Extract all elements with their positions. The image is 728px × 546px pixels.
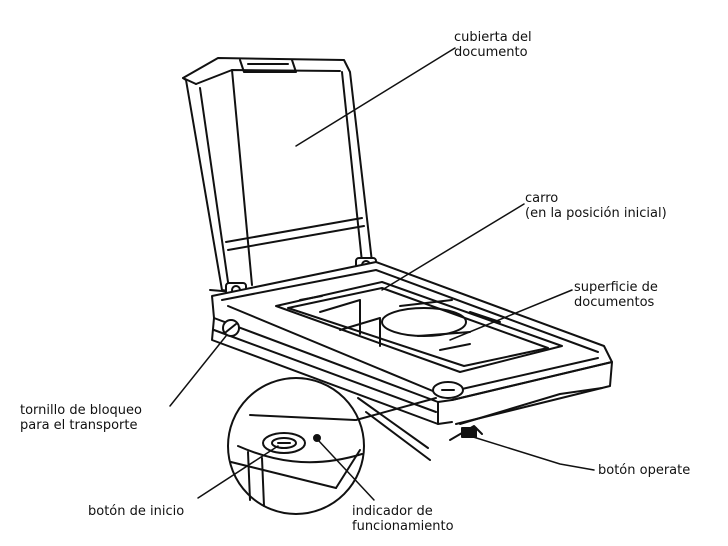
label-document-cover: cubierta del documento <box>454 30 532 60</box>
label-document-surface-line1: superficie de <box>574 280 658 295</box>
document-cover-drawing <box>183 58 372 292</box>
label-carriage: carro (en la posición inicial) <box>525 191 667 221</box>
label-document-surface: superficie de documentos <box>574 280 658 310</box>
label-transport-lock-screw-line1: tornillo de bloqueo <box>20 403 142 418</box>
label-document-cover-line2: documento <box>454 45 528 60</box>
leader-document-surface <box>450 290 572 340</box>
label-operate-indicator: indicador de funcionamiento <box>352 504 454 534</box>
leader-lock-screw <box>170 336 226 406</box>
label-start-button-text: botón de inicio <box>88 504 185 519</box>
label-transport-lock-screw-line2: para el transporte <box>20 418 138 433</box>
leader-start-button <box>198 446 278 498</box>
document-glass <box>276 282 562 372</box>
label-operate-indicator-line2: funcionamiento <box>352 519 454 534</box>
label-operate-button-text: botón operate <box>598 463 691 478</box>
label-operate-button: botón operate <box>598 463 690 478</box>
leader-document-cover <box>296 48 455 146</box>
leader-operate-indicator <box>318 440 374 500</box>
label-start-button: botón de inicio <box>88 504 184 519</box>
start-button-small <box>433 382 463 398</box>
label-carriage-line2: (en la posición inicial) <box>525 206 667 221</box>
scanner-illustration <box>170 48 612 514</box>
label-operate-indicator-line1: indicador de <box>352 504 433 519</box>
leader-operate-button <box>470 436 594 470</box>
label-document-cover-line1: cubierta del <box>454 30 532 45</box>
magnified-detail <box>228 378 436 514</box>
label-carriage-line1: carro <box>525 191 559 206</box>
leader-lines <box>170 48 594 500</box>
label-transport-lock-screw: tornillo de bloqueo para el transporte <box>20 403 142 433</box>
label-document-surface-line2: documentos <box>574 295 655 310</box>
leader-carriage <box>382 204 524 290</box>
lock-screw-drawing <box>223 320 239 336</box>
